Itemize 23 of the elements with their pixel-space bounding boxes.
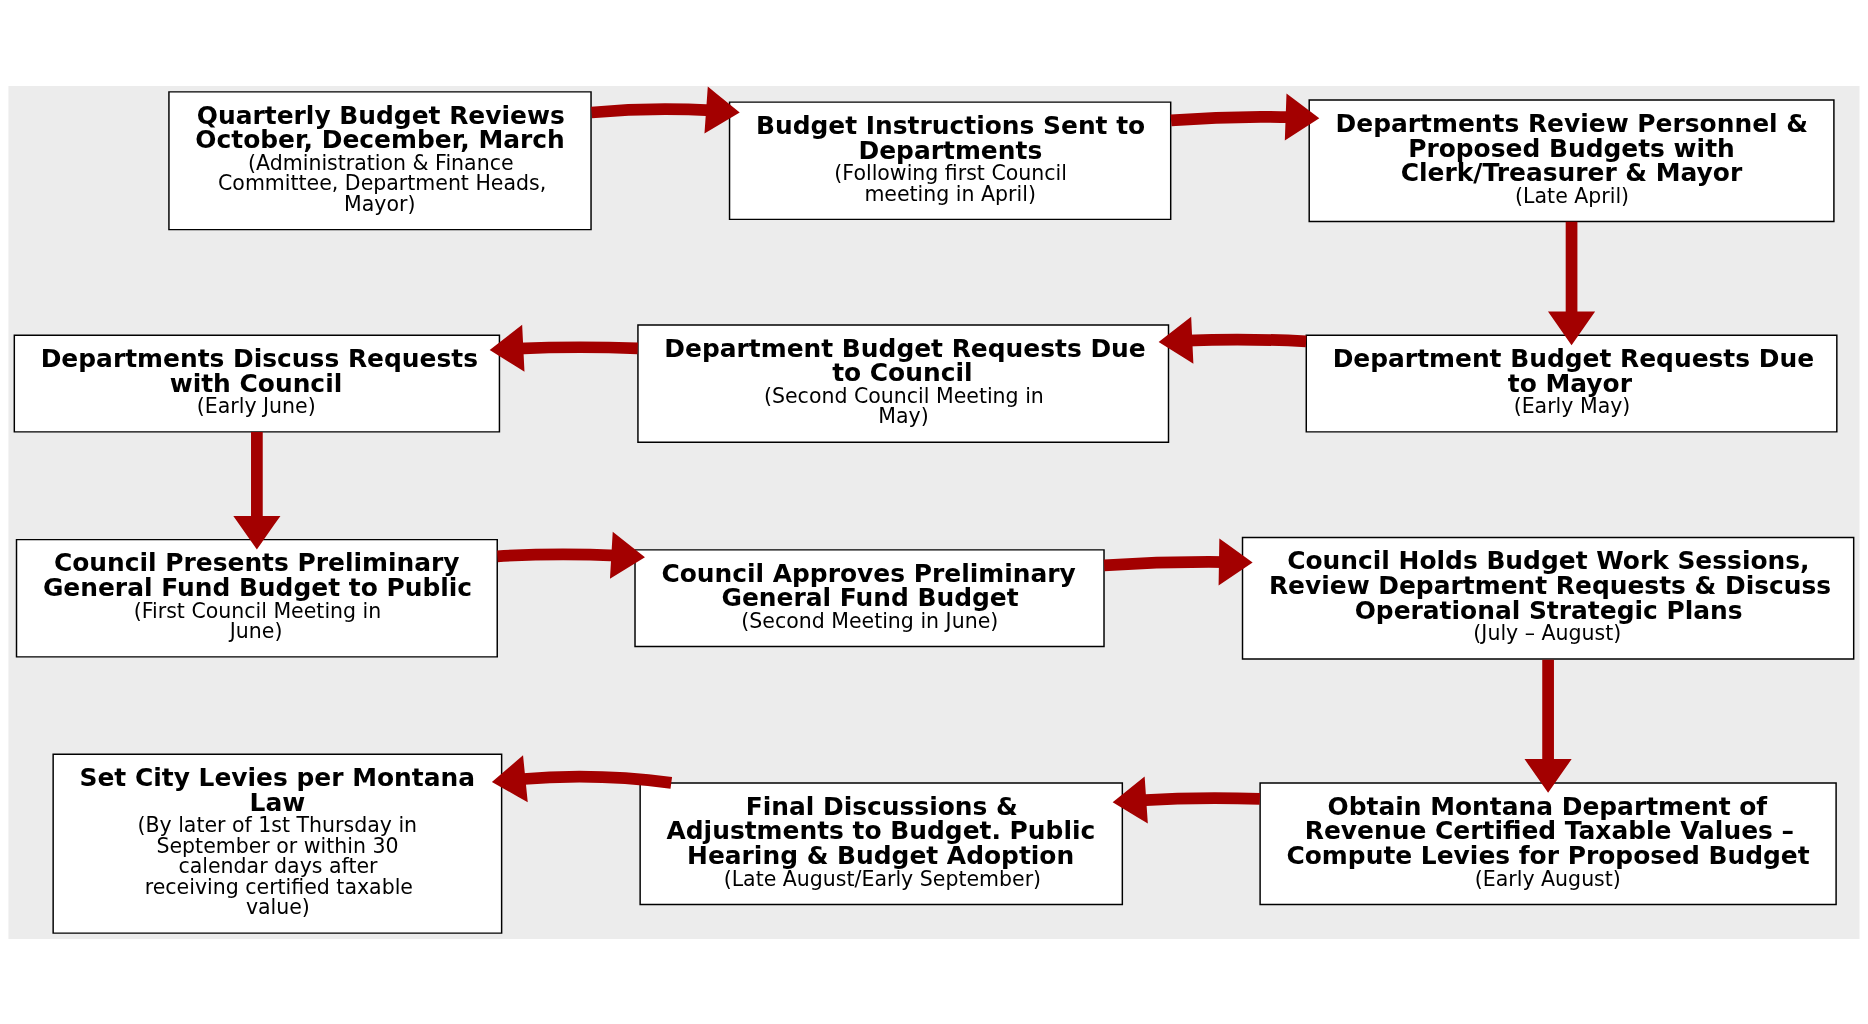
node-box: Quarterly Budget Reviews October, December, March (Administration & Finance Committee, Department Heads, Mayor): [168, 90, 592, 230]
node-box: Set City Levies per Montana Law (By later of 1st Thursday in September or within 30 calendar days after receiving certified taxable value): [52, 753, 503, 934]
node-box: Departments Discuss Requests with Council (Early June): [13, 333, 501, 433]
node-box: Obtain Montana Department of Revenue Certified Taxable Values – Compute Levies for Proposed Budget (Early August): [1259, 781, 1837, 905]
arrow: [1158, 316, 1307, 364]
node-box: Departments Review Personnel & Proposed Budgets with Clerk/Treasurer & Mayor (Late April): [1308, 98, 1835, 222]
arrow: [1112, 775, 1261, 823]
node-box: Council Approves Preliminary General Fund Budget (Second Meeting in June): [634, 548, 1105, 647]
node-box: Final Discussions & Adjustments to Budget. Public Hearing & Budget Adoption (Late August/Early September): [639, 781, 1124, 905]
arrow: [1103, 537, 1253, 586]
node-box: Council Presents Preliminary General Fund Budget to Public (First Council Meeting in June): [15, 538, 498, 658]
arrow: [497, 531, 645, 579]
arrow: [1524, 659, 1572, 793]
arrow: [489, 324, 638, 372]
arrow: [233, 431, 281, 550]
arrow: [591, 86, 740, 134]
arrow: [1170, 92, 1320, 141]
arrow: [1547, 221, 1596, 345]
node-box: Department Budget Requests Due to Council (Second Council Meeting in May): [637, 323, 1170, 443]
node-box: Budget Instructions Sent to Departments (Following first Council meeting in April): [728, 100, 1172, 220]
node-box: Department Budget Requests Due to Mayor (Early May): [1305, 333, 1838, 433]
node-box: Council Holds Budget Work Sessions, Review Department Requests & Discuss Operational Strategic Plans (July – August): [1241, 536, 1855, 660]
arrow: [491, 754, 672, 802]
